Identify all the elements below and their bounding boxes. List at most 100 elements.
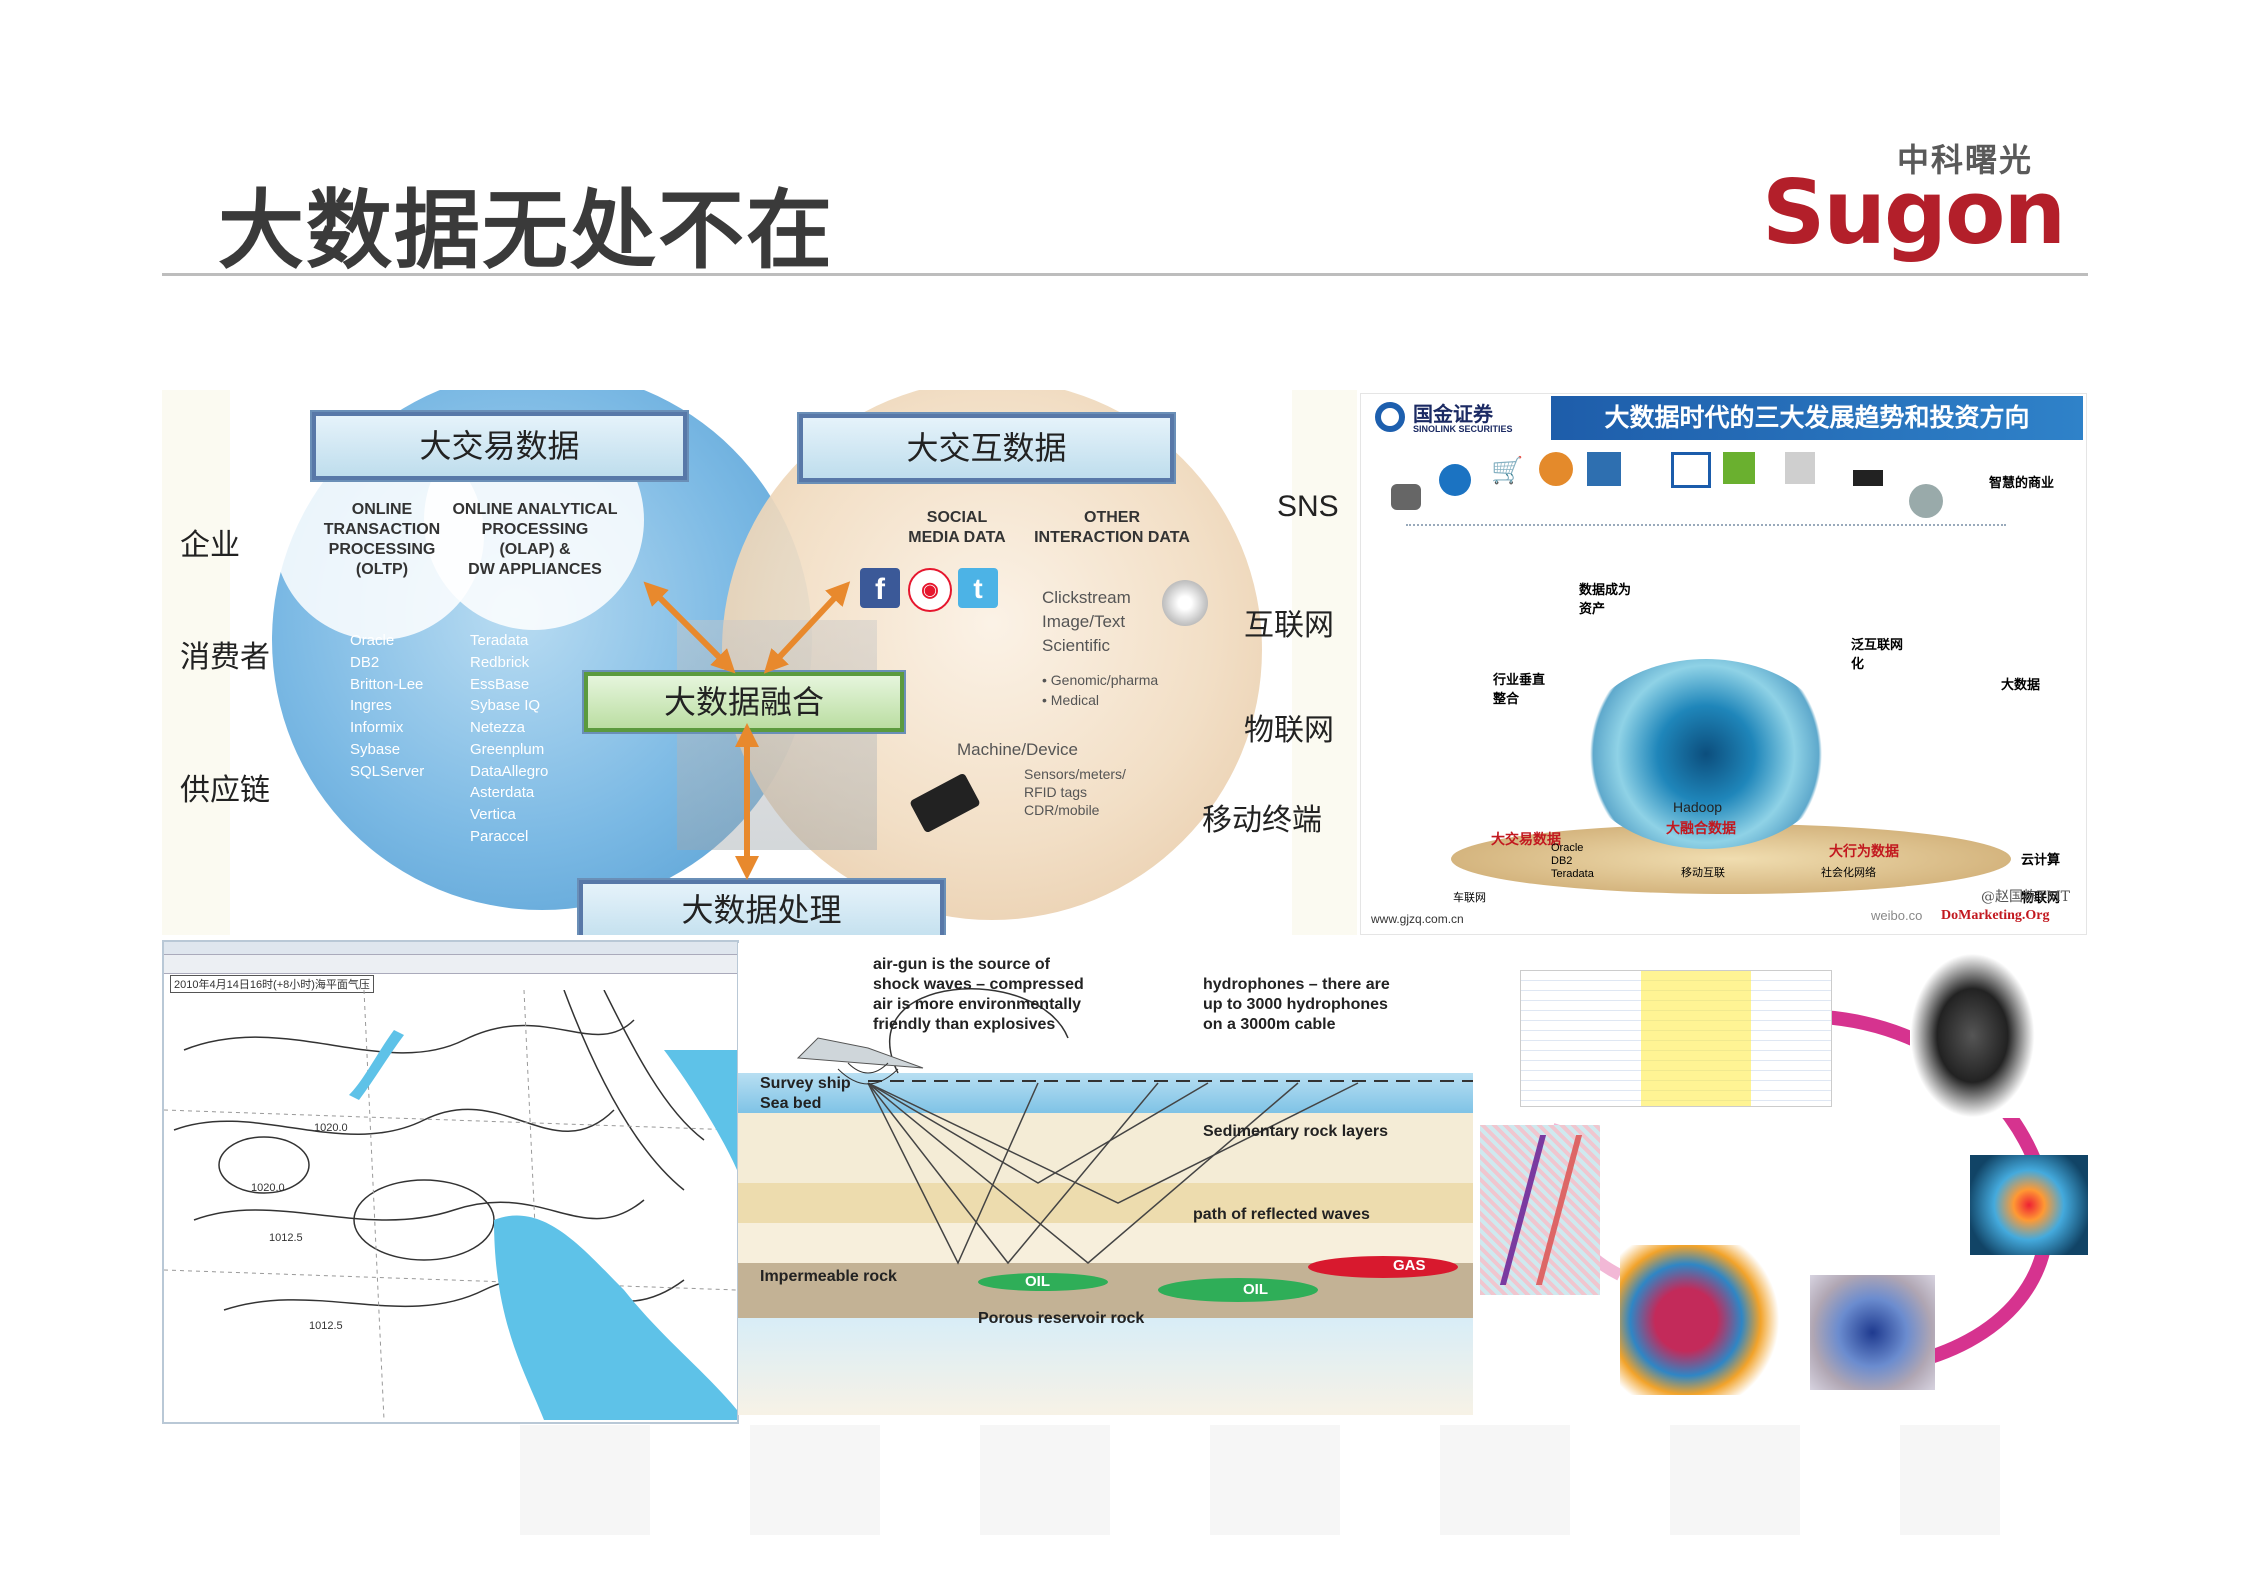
sinolink-brand: 国金证券 (1413, 402, 1493, 426)
db-item: Greenplum (470, 740, 545, 758)
label-data-asset: 数据成为资产 (1579, 583, 1632, 617)
label-iot: 物联网 (2021, 891, 2061, 906)
db-item: DB2 (350, 653, 380, 671)
db-stack-label: Oracle DB2 Teradata (1551, 842, 1594, 881)
db-item: DataAllegro (470, 762, 549, 780)
oltp-label: ONLINE TRANSACTION PROCESSING (OLTP) (323, 501, 441, 578)
sedimentary-label: Sedimentary rock layers (1203, 1123, 1388, 1140)
airgun-note: air-gun is the source of shock waves – c… (873, 956, 1084, 1033)
impermeable-label: Impermeable rock (760, 1268, 897, 1285)
sugon-logo: 中科曙光 Sugon (1762, 135, 2066, 264)
oil-zone-2 (1158, 1278, 1318, 1302)
pressure-label: 1020.0 (251, 1182, 285, 1194)
db-item: Netezza (470, 719, 526, 736)
transaction-data-box: 大交易数据 (310, 410, 689, 482)
sediment-layer-1 (738, 1113, 1473, 1183)
db-item: EssBase (470, 675, 530, 693)
logo-chinese-text: 中科曙光 (1896, 141, 2033, 179)
flask-icon (1785, 452, 1815, 484)
db-item: Teradata (470, 632, 529, 649)
oil-label-1: OIL (1025, 1273, 1050, 1290)
capitol-icon (1587, 452, 1621, 486)
sinolink-brand-en: SINOLINK SECURITIES (1413, 424, 1513, 434)
other-interaction-label: OTHER INTERACTION DATA (1034, 509, 1190, 546)
right-label-iot: 物联网 (1244, 713, 1334, 748)
machine-device-label: Machine/Device (957, 740, 1078, 759)
virus-capsid-image (1810, 1275, 1935, 1390)
weibo-label: weibo.co (1871, 908, 1923, 923)
db-item: Oracle (350, 632, 395, 649)
title-divider (162, 273, 2088, 276)
disc-icon (1162, 580, 1208, 626)
industry-icons-row: 🛒 (1391, 452, 2011, 518)
survey-ship-label: Survey ship (760, 1075, 851, 1092)
sediment-layer-2 (738, 1183, 1473, 1223)
sensors-label: Sensors/meters/ RFID tags CDR/mobile (1024, 766, 1126, 819)
social-network-label: 社会化网络 (1821, 866, 1876, 879)
weibo-icon: ◉ (908, 568, 952, 612)
website-label: www.gjzq.com.cn (1371, 912, 1464, 926)
dna-helix (1499, 1135, 1583, 1285)
interaction-data-box: 大交互数据 (797, 412, 1176, 484)
arrow-interaction (763, 581, 851, 674)
sea-layer (738, 1073, 1473, 1113)
db-item: Sybase (350, 740, 401, 758)
sea-bed-label: Sea bed (760, 1095, 822, 1112)
left-label-enterprise: 企业 (180, 528, 240, 563)
oil-zone-1 (978, 1273, 1108, 1291)
seismic-survey-panel: air-gun is the source of shock waves – c… (738, 943, 1473, 1415)
bulb-icon (1723, 452, 1755, 484)
trends-heading: 大数据时代的三大发展趋势和投资方向 (1551, 396, 2083, 440)
db-item: Britton-Lee (350, 675, 424, 693)
window-menubar (164, 942, 737, 955)
window-toolbar (164, 955, 737, 974)
pressure-label: 1012.5 (309, 1320, 343, 1332)
olap-label: ONLINE ANALYTICAL PROCESSING (OLAP) & DW… (452, 501, 618, 578)
db-list-1: Oracle DB2 Britton-Lee Ingres Informix S… (350, 630, 424, 782)
label-pan-internet: 泛互联网化 (1851, 638, 1904, 672)
sinolink-logo: 国金证券 SINOLINK SECURITIES (1363, 396, 1553, 442)
oil-label-2: OIL (1243, 1281, 1268, 1298)
behavior-data-label: 大行为数据 (1829, 844, 1899, 860)
pressure-contours (164, 990, 737, 1420)
gas-zone (1308, 1256, 1458, 1278)
social-media-label: SOCIAL MEDIA DATA (908, 509, 1006, 546)
db-item: Asterdata (470, 784, 535, 802)
domarketing-label: DoMarketing.Org (1941, 908, 2050, 923)
cart-icon: 🛒 (1491, 456, 1524, 486)
facebook-icon: f (860, 568, 900, 608)
left-label-supply-chain: 供应链 (180, 773, 270, 808)
protein-structure-image (1620, 1245, 1785, 1395)
logo-english-text: Sugon (1762, 161, 2066, 264)
weather-map-panel: 2010年4月14日16时(+8小时)海平面气压 1020.0 1012.5 1… (162, 940, 739, 1424)
porous-label: Porous reservoir rock (978, 1310, 1145, 1327)
bioinformatics-panel (1480, 945, 2090, 1415)
plant-illustration (1910, 953, 2035, 1118)
investment-trends-panel: 国金证券 SINOLINK SECURITIES 大数据时代的三大发展趋势和投资… (1360, 393, 2087, 935)
reflected-path-label: path of reflected waves (1193, 1206, 1370, 1223)
sugon-watermark (520, 1425, 2000, 1535)
arrow-transaction (643, 581, 736, 674)
tv-icon (1391, 484, 1421, 510)
fusion-data-label: 大融合数据 (1666, 821, 1736, 837)
porous-layer (738, 1318, 1473, 1415)
db-item: Sybase IQ (470, 697, 541, 715)
weibo-user-label: @赵国栋TMT (1981, 889, 2071, 905)
label-smart-business: 智慧的商业 (1989, 476, 2055, 491)
timeline-dotted (1406, 524, 2006, 528)
sequence-alignment-image (1520, 970, 1832, 1107)
clickstream-label: Clickstream Image/Text Scientific (1042, 588, 1131, 655)
map-date-label: 2010年4月14日16时(+8小时)海平面气压 (170, 975, 374, 993)
bank-icon (1671, 452, 1711, 488)
hadoop-label: Hadoop (1673, 799, 1723, 815)
social-icons: f ◉ t (860, 568, 1000, 612)
mobile-internet-label: 移动互联 (1681, 866, 1725, 879)
left-label-consumer: 消费者 (180, 640, 270, 675)
twitter-icon: t (958, 568, 998, 608)
big-data-venn-panel: 大交易数据 大交互数据 大数据融合 大数据处理 ONLINE TRANSACTI… (162, 390, 1357, 935)
pressure-label: 1020.0 (314, 1122, 348, 1134)
right-label-mobile: 移动终端 (1202, 803, 1322, 838)
pressure-label: 1012.5 (269, 1232, 303, 1244)
hadoop-ring (1576, 659, 1836, 849)
right-label-sns: SNS (1277, 490, 1339, 523)
